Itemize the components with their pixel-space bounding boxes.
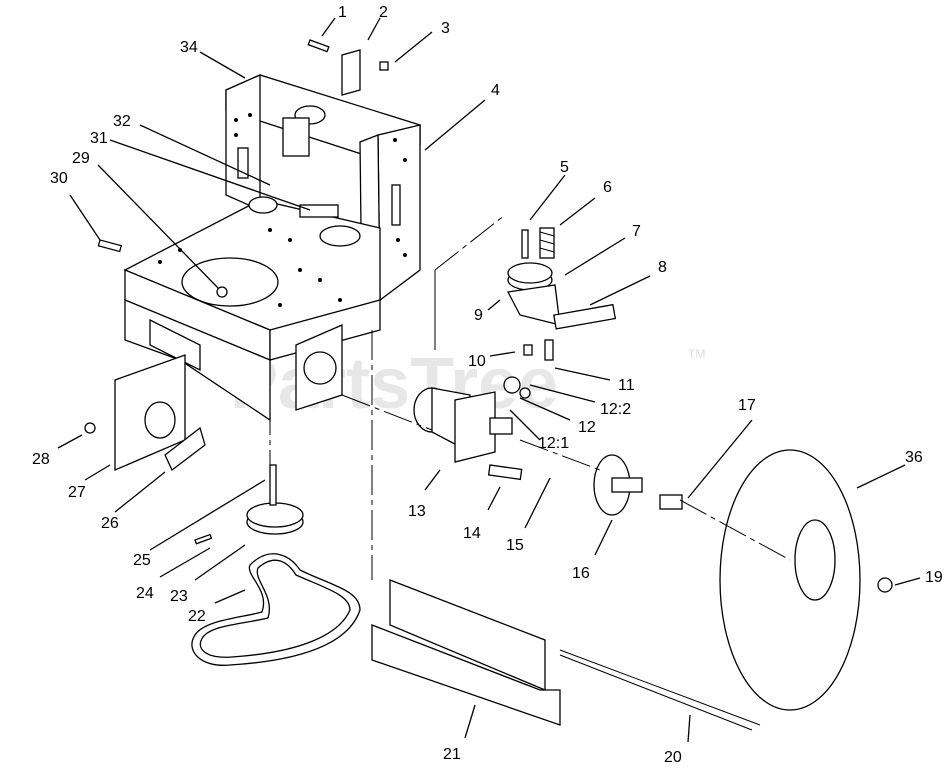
- callout-16: 16: [572, 565, 590, 582]
- callout-20: 20: [664, 749, 682, 766]
- callout-12: 12: [578, 419, 596, 436]
- callout-13: 13: [408, 503, 426, 520]
- callout-27: 27: [68, 484, 86, 501]
- shields: [371, 579, 761, 731]
- callout-25: 25: [133, 552, 151, 569]
- callout-19: 19: [925, 569, 943, 586]
- callout-30: 30: [50, 170, 68, 187]
- transmission: [413, 376, 531, 481]
- callout-32: 32: [113, 113, 131, 130]
- callout-24: 24: [136, 585, 154, 602]
- center-lines: [269, 214, 791, 580]
- callout-4: 4: [491, 82, 500, 99]
- hardware: [84, 39, 389, 545]
- callout-17: 17: [738, 397, 756, 414]
- watermark-tm: TM: [688, 347, 705, 361]
- callout-3: 3: [441, 20, 450, 37]
- wheel: [719, 449, 893, 711]
- callout-29: 29: [72, 150, 90, 167]
- callout-7: 7: [632, 223, 641, 240]
- mounting-plate: [114, 354, 206, 472]
- callout-6: 6: [603, 179, 612, 196]
- idler-assembly: [507, 227, 617, 361]
- frame-assembly: [123, 74, 421, 422]
- callout-23: 23: [170, 588, 188, 605]
- callout-12-2: 12:2: [600, 401, 631, 418]
- callout-10: 10: [468, 353, 486, 370]
- callout-8: 8: [658, 259, 667, 276]
- bracket: [341, 49, 361, 96]
- callout-34: 34: [180, 39, 198, 56]
- callout-labels: 1 2 3 4 5 6 7 8 9 10 11 12 12:2 12:1 13 …: [32, 4, 943, 766]
- callout-26: 26: [101, 515, 119, 532]
- leader-lines: [57, 17, 921, 743]
- callout-5: 5: [560, 159, 569, 176]
- callout-12-1: 12:1: [538, 435, 569, 452]
- callout-2: 2: [379, 4, 388, 21]
- callout-22: 22: [188, 608, 206, 625]
- pulley-and-belt: [191, 464, 361, 666]
- callout-31: 31: [90, 130, 108, 147]
- callout-11: 11: [618, 377, 635, 394]
- callout-21: 21: [443, 746, 461, 763]
- wheel-hub: [593, 454, 683, 516]
- callout-1: 1: [338, 4, 347, 21]
- callout-15: 15: [506, 537, 524, 554]
- callout-28: 28: [32, 451, 50, 468]
- callout-14: 14: [463, 525, 481, 542]
- callout-9: 9: [474, 307, 483, 324]
- callout-36: 36: [905, 449, 923, 466]
